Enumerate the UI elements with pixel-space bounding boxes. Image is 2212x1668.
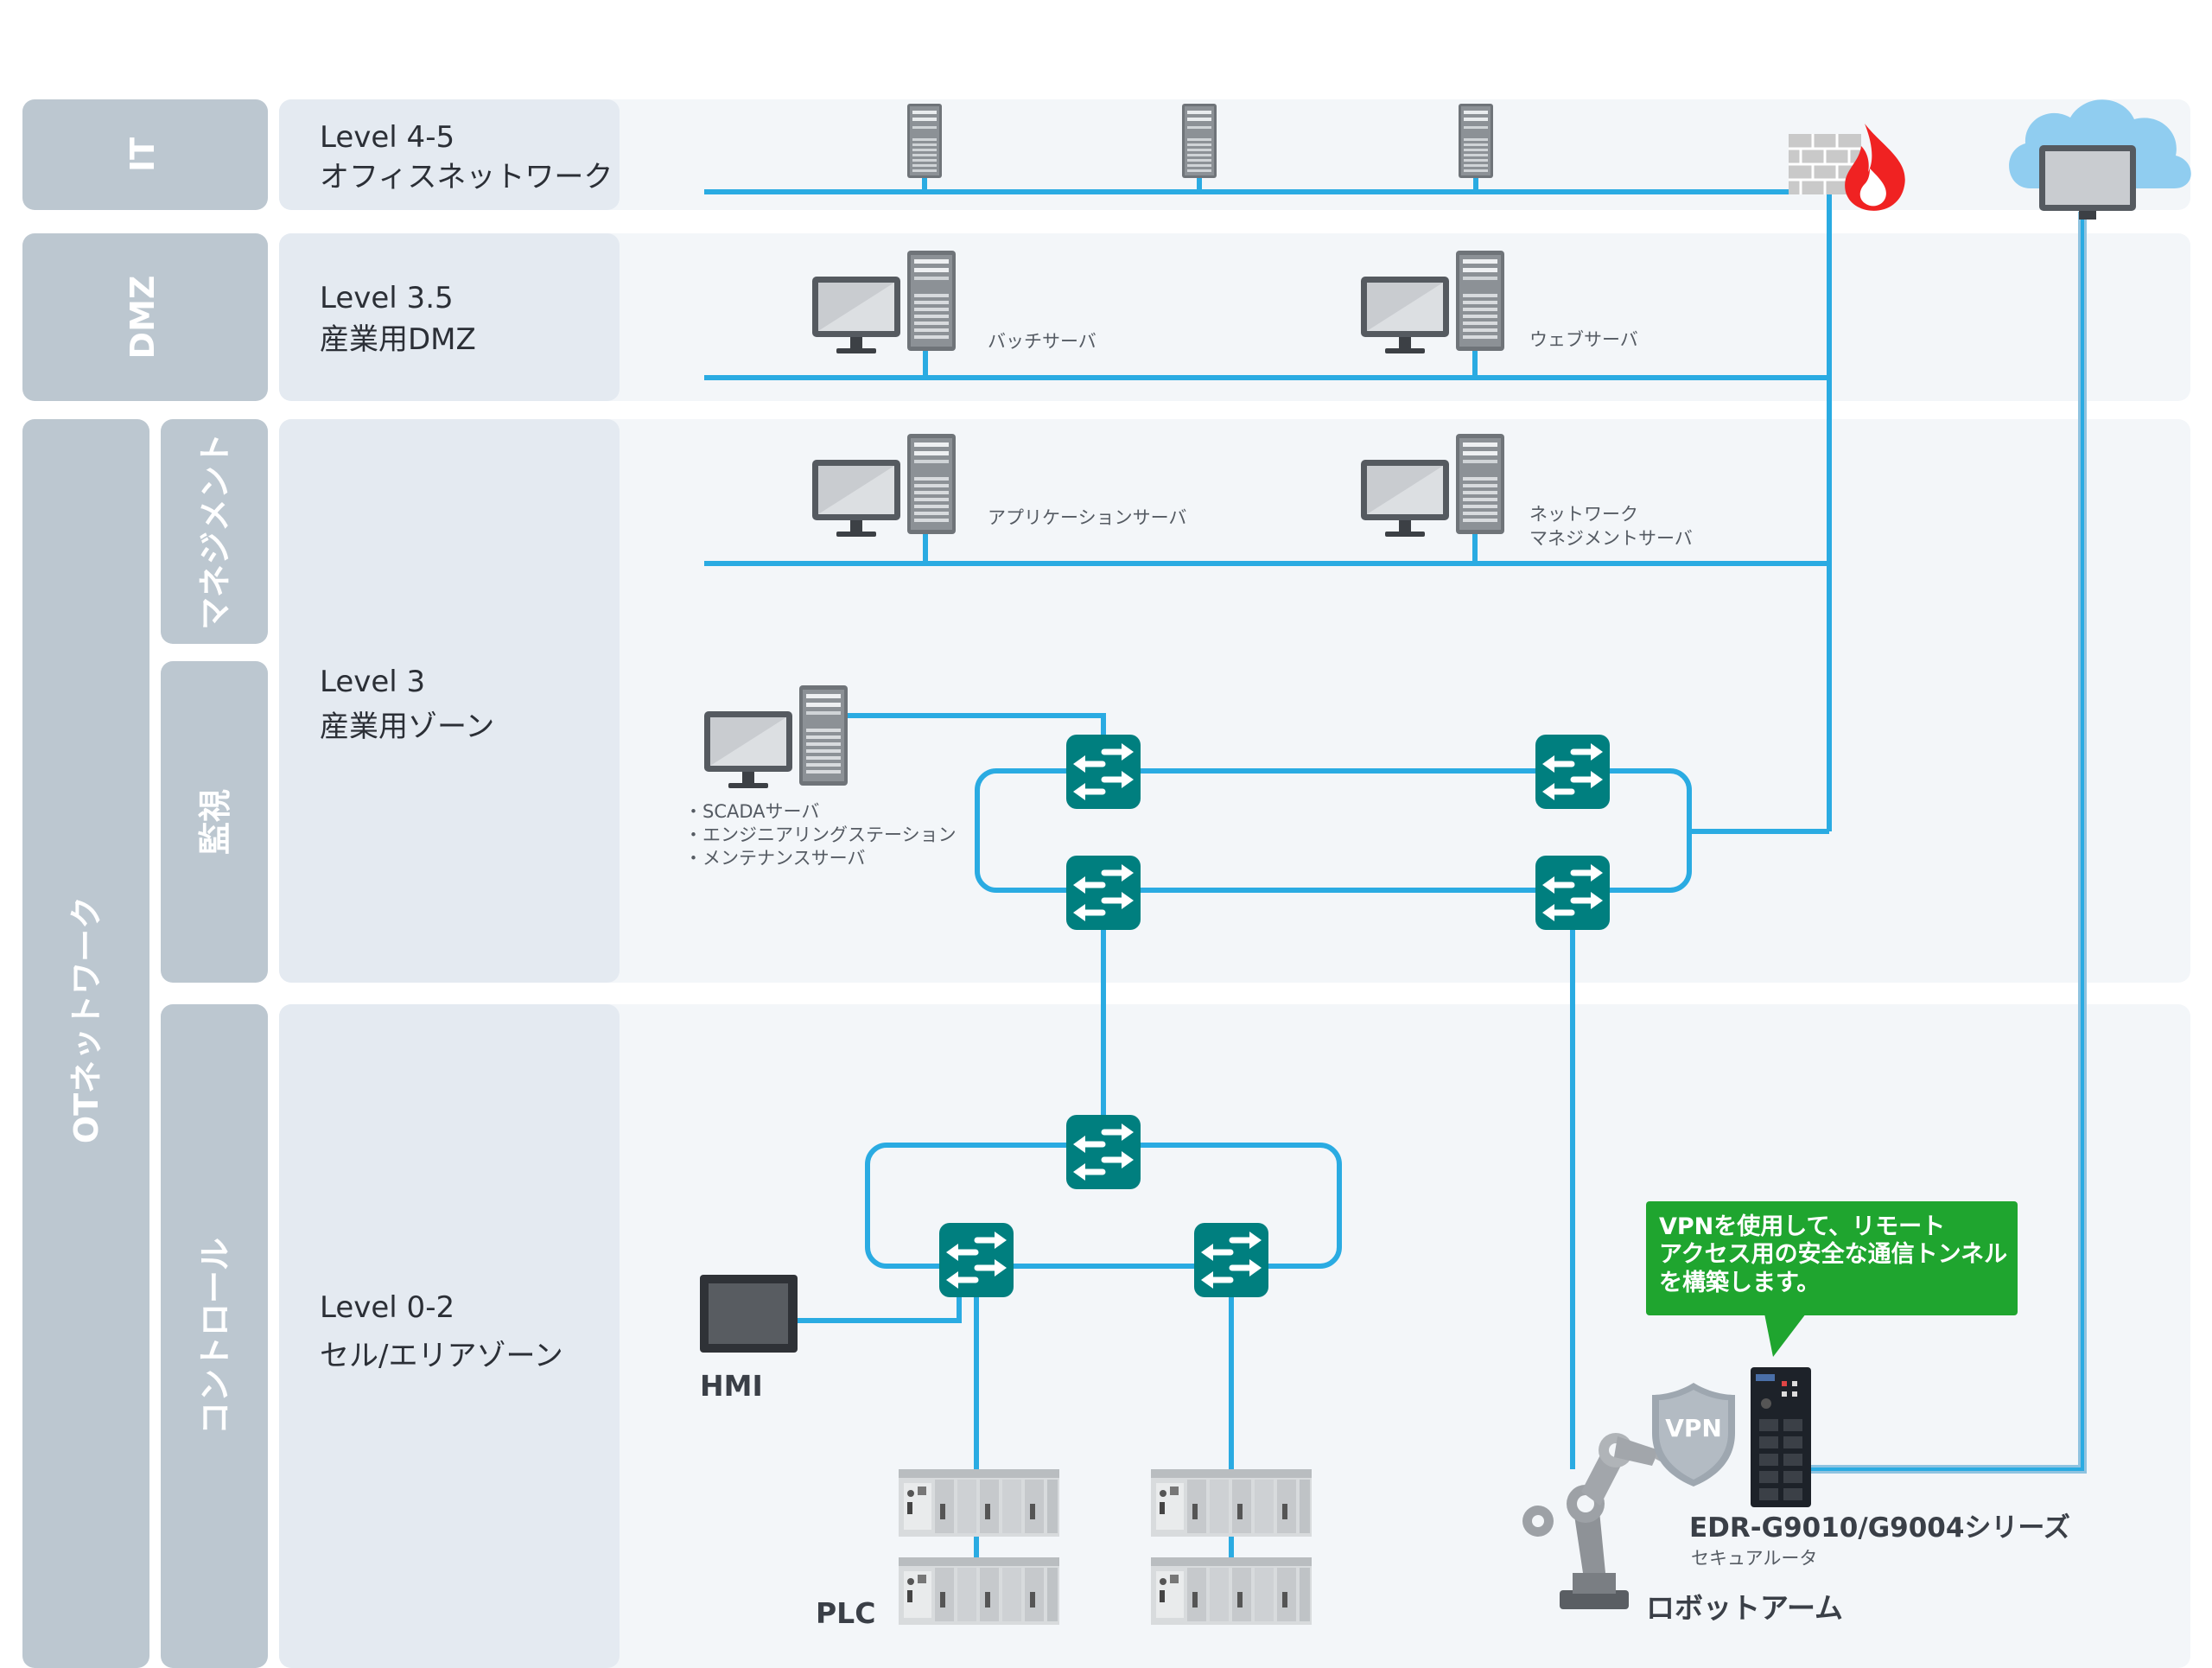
plc-label: PLC (816, 1596, 875, 1630)
switch-icon (1194, 1223, 1268, 1297)
zone-control-label: コントロール (196, 1238, 234, 1435)
office-server-1 (907, 104, 942, 178)
network-management-server-label-2: マネジメントサーバ (1529, 528, 1693, 549)
firewall-icon (1789, 124, 1905, 211)
vpn-callout-line-2: アクセス用の安全な通信トンネル (1659, 1240, 2007, 1268)
level-rows (279, 99, 2190, 1668)
switch-icon (1066, 1115, 1141, 1189)
level-4-5-subtitle: オフィスネットワーク (320, 160, 613, 194)
zone-management-label: マネジメント (196, 433, 234, 630)
plc-icon (1151, 1557, 1312, 1625)
level-3-5-subtitle: 産業用DMZ (320, 322, 476, 357)
robot-arm-label: ロボットアーム (1646, 1591, 1843, 1625)
network-management-server-label-1: ネットワーク (1529, 504, 1638, 525)
secure-router-icon (1751, 1367, 1811, 1507)
hmi-icon (700, 1275, 798, 1353)
router-name-label: EDR-G9010/G9004シリーズ (1689, 1512, 2070, 1544)
switch-icon (1535, 735, 1610, 809)
level-3-5-title: Level 3.5 (320, 281, 454, 315)
scada-label-1: ・SCADAサーバ (684, 801, 819, 822)
scada-label-3: ・メンテナンスサーバ (684, 848, 865, 869)
plc-icon (899, 1557, 1059, 1625)
switch-icon (939, 1223, 1014, 1297)
switch-icon (1535, 856, 1610, 930)
zone-it-box (22, 99, 268, 210)
zone-it-label: IT (124, 137, 162, 172)
web-server-label: ウェブサーバ (1529, 329, 1638, 350)
level-3-title: Level 3 (320, 665, 425, 699)
vpn-shield-icon (1652, 1383, 1735, 1487)
zone-control-box (161, 1004, 268, 1668)
zone-labels: IT DMZ OTネットワーク マネジメント 監視 コントロール (22, 99, 268, 1668)
office-server-2 (1182, 104, 1217, 178)
level-4-5-title: Level 4-5 (320, 120, 454, 155)
scada-label-2: ・エンジニアリングステーション (684, 824, 957, 845)
zone-management-box (161, 419, 268, 644)
application-server-label: アプリケーションサーバ (988, 507, 1186, 528)
level-3-subtitle: 産業用ゾーン (320, 710, 494, 744)
cloud-icon (2009, 99, 2191, 220)
batch-server-label: バッチサーバ (988, 331, 1096, 352)
vpn-badge-label: VPN (1665, 1414, 1722, 1442)
vpn-tunnel-line (1806, 212, 2087, 1474)
vpn-callout-line-1: VPNを使用して、リモート (1659, 1213, 1945, 1240)
zone-monitoring-label: 監視 (196, 789, 234, 855)
switch-icon (1066, 735, 1141, 809)
zone-monitoring-box (161, 661, 268, 983)
office-server-3 (1459, 104, 1493, 178)
vpn-callout-line-3: を構築します。 (1659, 1269, 1820, 1296)
zone-ot-box (22, 419, 149, 1668)
vpn-callout (1646, 1201, 2018, 1357)
level-0-2-title: Level 0-2 (320, 1290, 454, 1325)
switch-icon (1066, 856, 1141, 930)
plc-icon (1151, 1469, 1312, 1537)
router-sub-label: セキュアルータ (1691, 1548, 1817, 1569)
plc-icon (899, 1469, 1059, 1537)
zone-dmz-box (22, 233, 268, 401)
zone-dmz-label: DMZ (124, 276, 162, 360)
level-0-2-subtitle: セル/エリアゾーン (320, 1339, 563, 1373)
hmi-label: HMI (700, 1369, 763, 1403)
zone-ot-label: OTネットワーク (67, 896, 105, 1143)
